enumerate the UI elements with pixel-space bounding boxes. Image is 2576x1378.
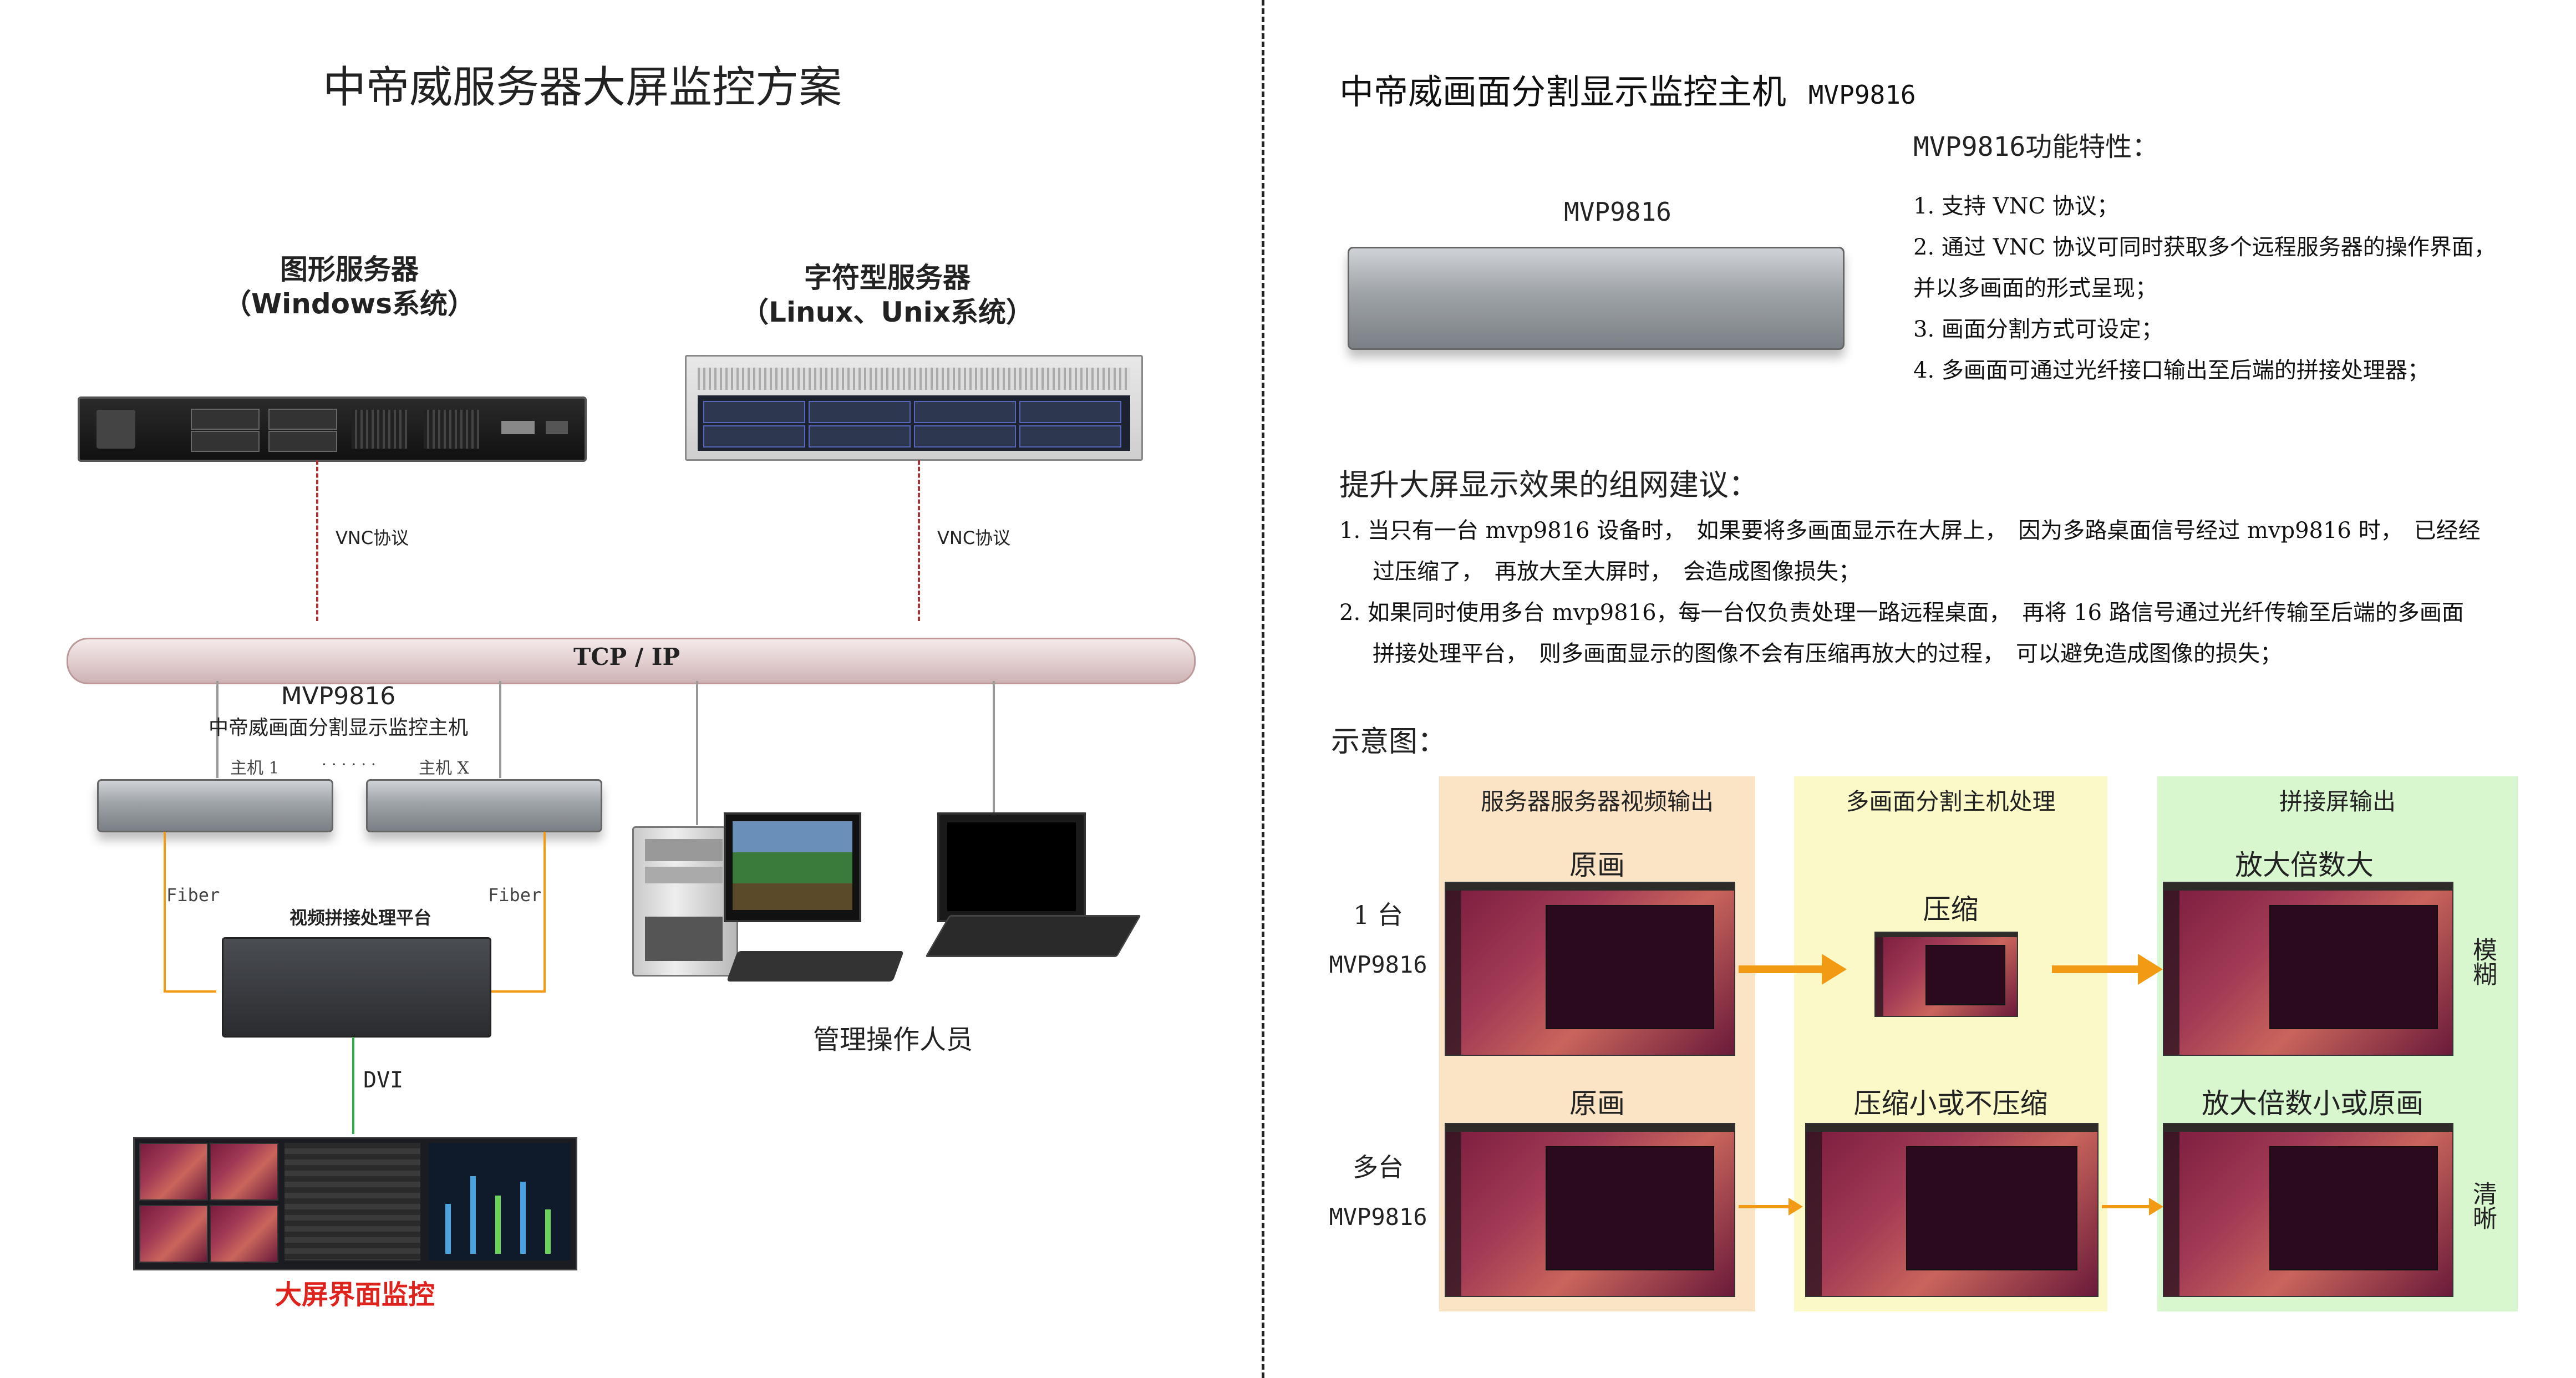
bigscreen-image [133, 1137, 577, 1270]
row2-c1-label: 原画 [1569, 1087, 1625, 1120]
right-title-text: 中帝威画面分割显示监控主机 [1339, 72, 1787, 112]
operator-label: 管理操作人员 [812, 1024, 973, 1055]
mvp9816-device-image [1348, 247, 1845, 350]
host1-device [97, 779, 333, 832]
suggest-1: 1. 当只有一台 mvp9816 设备时， 如果要将多画面显示在大屏上， 因为多… [1339, 518, 2481, 543]
row1-arrow-2-head [2138, 954, 2163, 985]
row2-arrow-1-head [1789, 1198, 1803, 1216]
feature-4: 4. 多画面可通过光纤接口输出至后端的拼接处理器； [1913, 358, 2430, 383]
row1-enlarged-screen [2163, 882, 2453, 1056]
row1-compressed-screen [1874, 932, 2018, 1017]
row2-arrow-1 [1739, 1205, 1791, 1208]
vnc-line-left [316, 460, 318, 621]
feature-title: MVP9816功能特性： [1913, 131, 2159, 162]
page-divider [1262, 0, 1264, 1378]
fiber-line-left [164, 832, 166, 993]
char-server-line2: （Linux、Unix系统） [740, 296, 1034, 328]
fiber-line-left-h [164, 990, 216, 993]
row2-lightly-compressed-screen [1805, 1123, 2099, 1297]
row2-side-text: 清晰 [2468, 1181, 2497, 1230]
row2-label-1: 多台 [1353, 1152, 1404, 1182]
row1-original-screen [1445, 882, 1735, 1056]
char-server-line1: 字符型服务器 [804, 262, 971, 294]
col2-header: 多画面分割主机处理 [1846, 788, 2056, 815]
char-server-label: 字符型服务器 （Linux、Unix系统） [721, 261, 1054, 329]
row2-output-screen [2163, 1123, 2453, 1297]
drop-line-laptop [993, 681, 995, 814]
suggest-1b: 过压缩了， 再放大至大屏时， 会造成图像损失； [1373, 559, 1861, 584]
feature-2b: 并以多画面的形式呈现； [1913, 276, 2157, 301]
host-dots: · · · · · · [322, 755, 376, 774]
row2-c3-label: 放大倍数小或原画 [2202, 1087, 2423, 1120]
row1-c2-label: 压缩 [1923, 893, 1979, 926]
right-title: 中帝威画面分割显示监控主机 MVP9816 [1339, 64, 1916, 114]
feature-list: 1. 支持 VNC 协议； 2. 通过 VNC 协议可同时获取多个远程服务器的操… [1913, 186, 2534, 391]
graphic-server-line1: 图形服务器 [280, 253, 419, 286]
row2-original-screen [1445, 1123, 1735, 1297]
row2-c2-label: 压缩小或不压缩 [1853, 1087, 2048, 1120]
row1-c3-label: 放大倍数大 [2235, 849, 2374, 881]
dvi-line [352, 1037, 354, 1134]
row2-arrow-2 [2102, 1205, 2152, 1208]
graphic-server-line2: （Windows系统） [223, 288, 475, 320]
pc-monitor [724, 812, 861, 922]
dvi-label: DVI [363, 1067, 404, 1093]
row1-label-1: 1 台 [1353, 900, 1403, 930]
host-desc: 中帝威画面分割显示监控主机 [208, 716, 468, 739]
row1-label: 1 台 MVP9816 [1323, 890, 1434, 990]
vnc-line-right [918, 460, 920, 621]
suggest-2b: 拼接处理平台， 则多画面显示的图像不会有压缩再放大的过程， 可以避免造成图像的损… [1373, 641, 2282, 667]
fiber-line-right [543, 832, 546, 993]
splice-platform-label: 视频拼接处理平台 [289, 907, 431, 928]
row2-label: 多台 MVP9816 [1323, 1142, 1434, 1242]
device-label: MVP9816 [1564, 197, 1671, 227]
fiber-label-left: Fiber [166, 884, 220, 906]
row1-side-text: 模糊 [2468, 937, 2497, 986]
graphic-server-image [78, 396, 587, 462]
suggest-list: 1. 当只有一台 mvp9816 设备时， 如果要将多画面显示在大屏上， 因为多… [1339, 510, 2532, 674]
host-model: MVP9816 [281, 682, 396, 710]
hostx-label: 主机 X [419, 759, 469, 778]
hostx-device [366, 779, 602, 832]
left-title: 中帝威服务器大屏监控方案 [322, 63, 842, 113]
network-label: TCP / IP [573, 643, 680, 670]
drop-line-pc [696, 681, 698, 825]
row1-arrow-1-head [1822, 954, 1847, 985]
vnc-label-right: VNC协议 [937, 527, 1011, 548]
row1-side-label: 模糊 [2468, 937, 2497, 993]
row1-arrow-1 [1739, 965, 1825, 973]
drop-line-hostx [499, 681, 501, 778]
feature-3: 3. 画面分割方式可设定； [1913, 317, 2163, 342]
suggest-title: 提升大屏显示效果的组网建议： [1339, 467, 1759, 502]
row2-side-label: 清晰 [2468, 1181, 2497, 1237]
right-title-model: MVP9816 [1808, 80, 1916, 110]
bigscreen-label: 大屏界面监控 [275, 1279, 435, 1310]
row2-label-2: MVP9816 [1329, 1203, 1427, 1230]
row1-arrow-2 [2052, 965, 2141, 973]
row2-arrow-2-head [2149, 1198, 2163, 1216]
laptop-base [925, 915, 1141, 957]
suggest-2: 2. 如果同时使用多台 mvp9816，每一台仅负责处理一路远程桌面， 再将 1… [1339, 600, 2464, 626]
char-server-image [685, 355, 1143, 461]
row1-c1-label: 原画 [1569, 849, 1625, 881]
host1-label: 主机 1 [230, 759, 280, 778]
feature-2: 2. 通过 VNC 协议可同时获取多个远程服务器的操作界面， [1913, 235, 2496, 260]
fiber-line-right-h [491, 990, 543, 993]
network-pipe [67, 638, 1196, 684]
graphic-server-label: 图形服务器 （Windows系统） [200, 252, 499, 321]
feature-1: 1. 支持 VNC 协议； [1913, 194, 2119, 219]
splice-platform-device [222, 937, 491, 1038]
diagram-title: 示意图： [1331, 725, 1447, 759]
vnc-label-left: VNC协议 [336, 527, 409, 548]
pc-keyboard [726, 951, 905, 982]
pc-tower [632, 826, 738, 977]
col1-header: 服务器服务器视频输出 [1480, 788, 1714, 815]
laptop [937, 812, 1086, 922]
col3-header: 拼接屏输出 [2279, 788, 2396, 815]
drop-line-host1 [216, 681, 219, 778]
row1-label-2: MVP9816 [1329, 951, 1427, 978]
fiber-label-right: Fiber [488, 884, 542, 906]
